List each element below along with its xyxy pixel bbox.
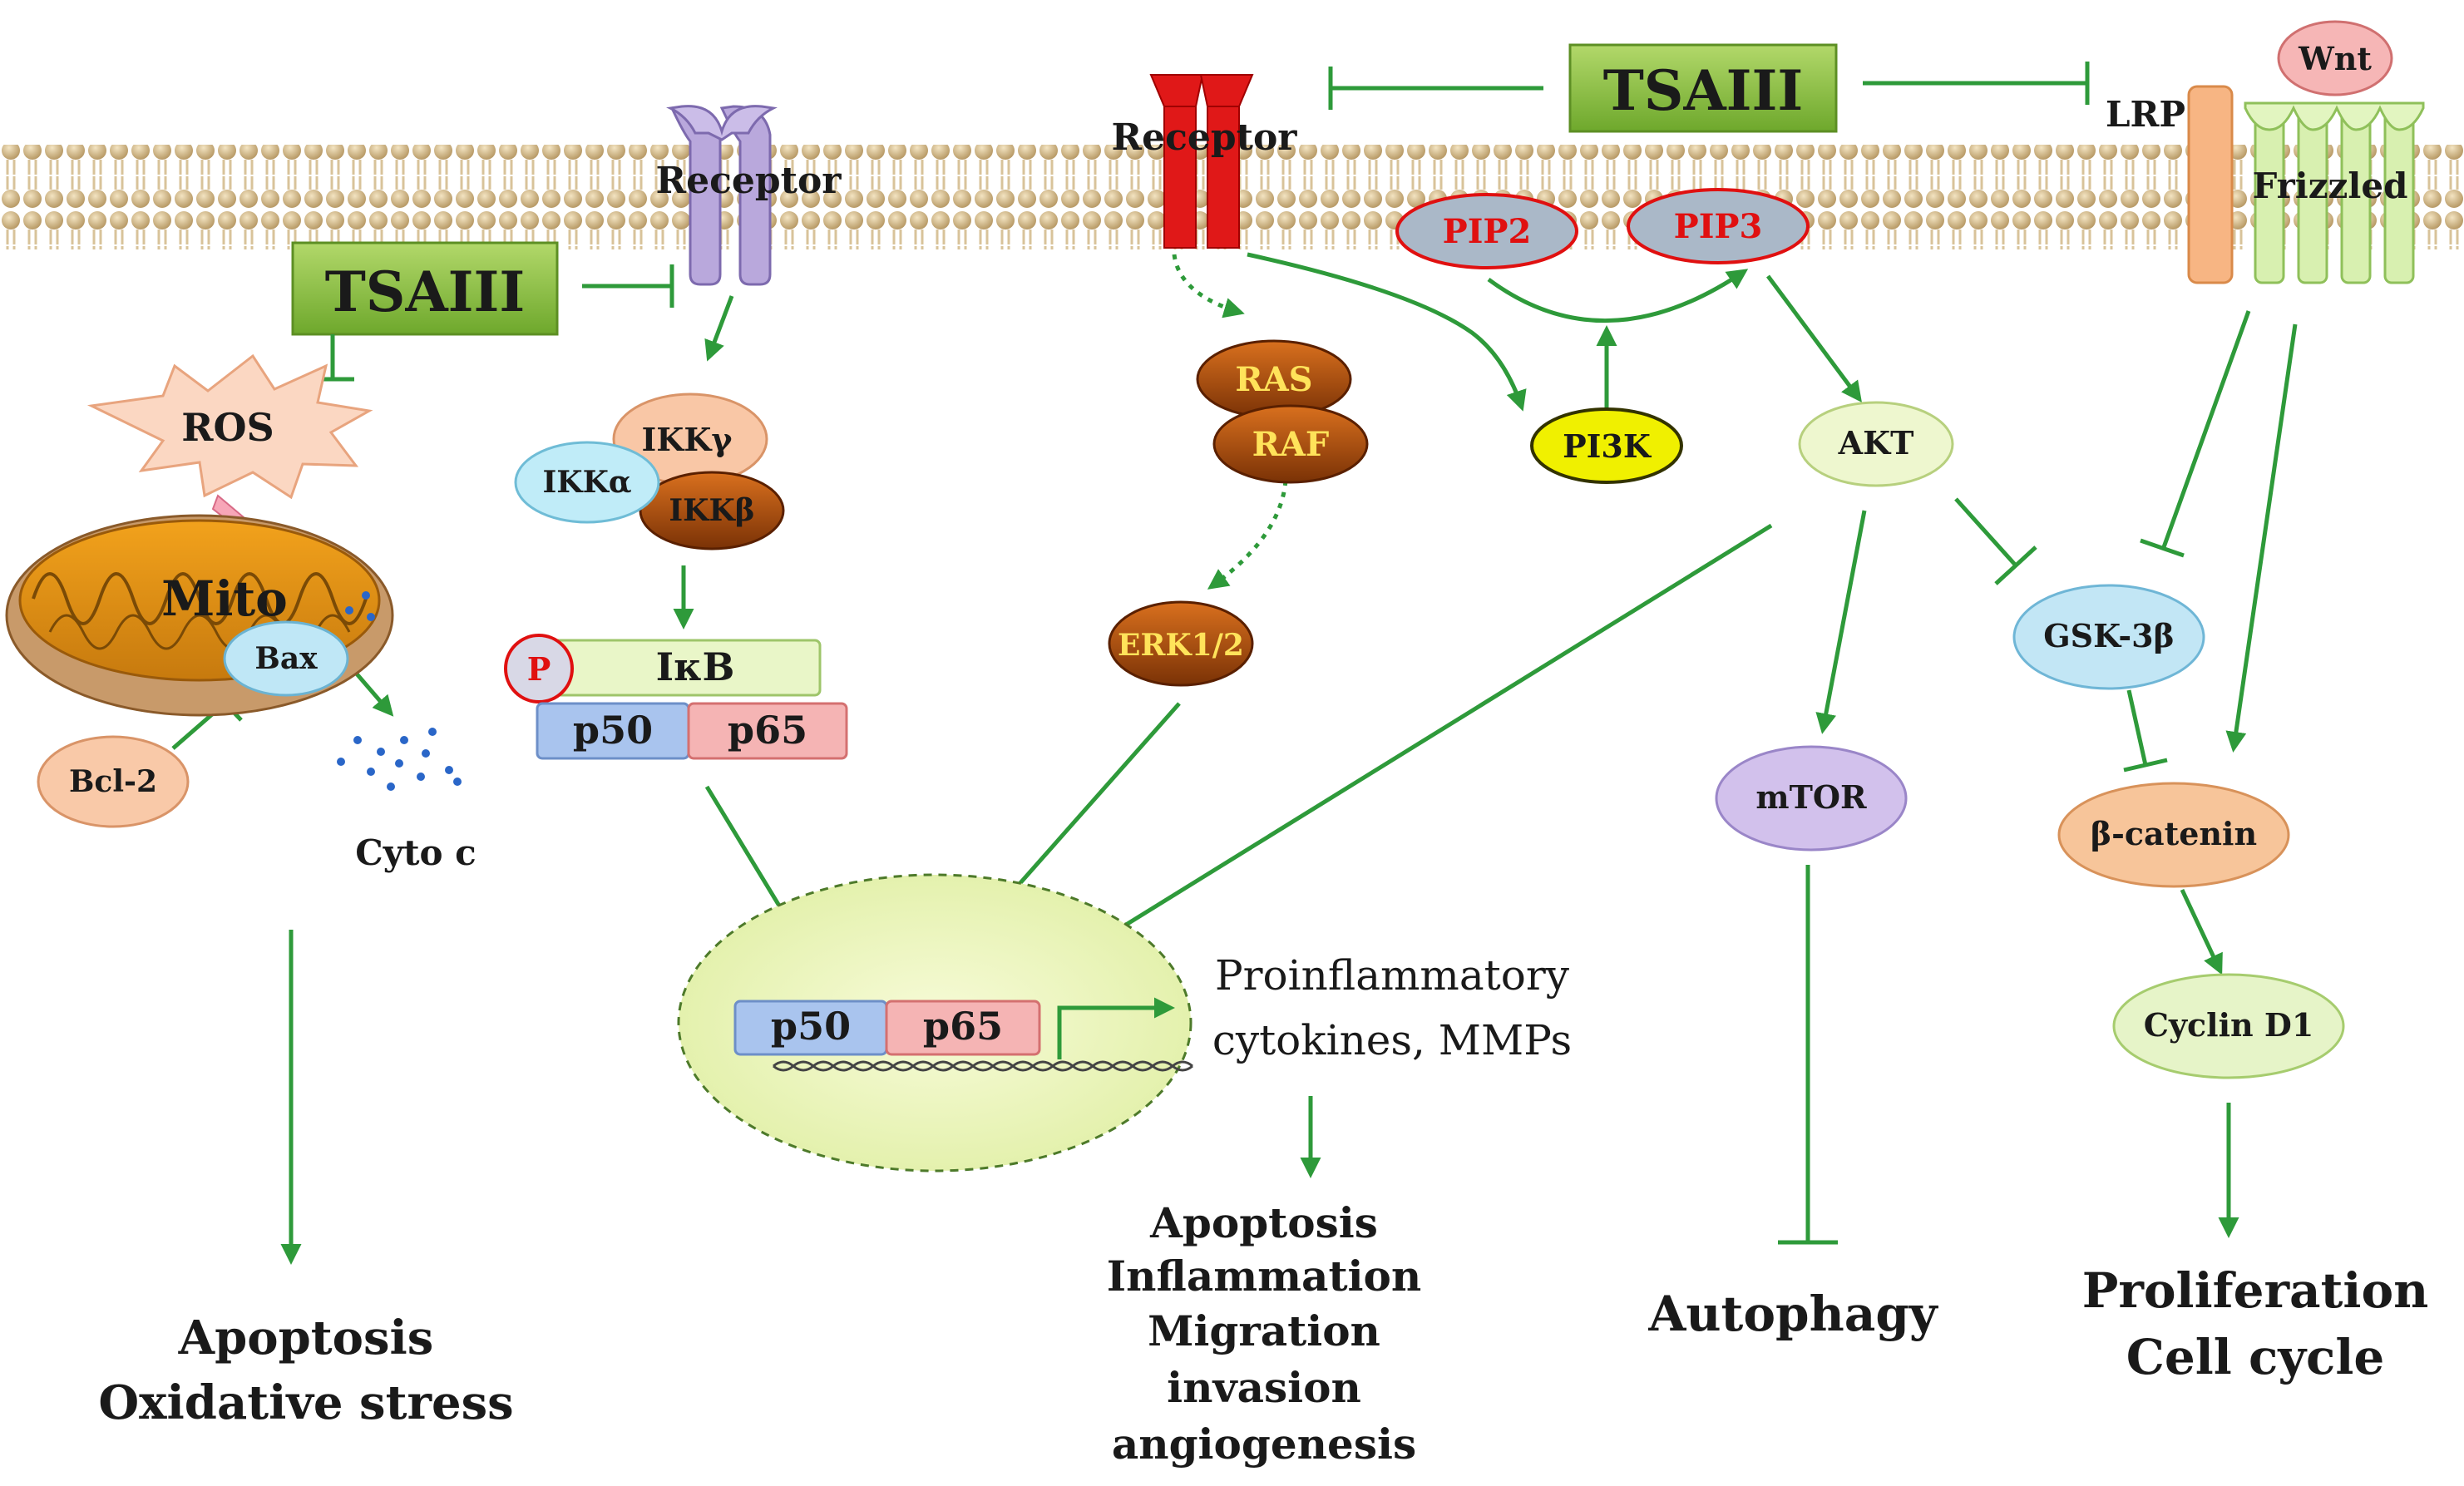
- tsa-label-top: TSAIII: [1603, 58, 1804, 123]
- ikkb-label: IKKβ: [669, 493, 754, 528]
- ros-label: ROS: [181, 405, 274, 450]
- akt-label: AKT: [1838, 424, 1914, 462]
- proliferation-outcome-2: Cell cycle: [2126, 1329, 2385, 1385]
- nuclear-p65-label: p65: [923, 1004, 1003, 1049]
- cytochrome-c-dots: [337, 591, 462, 791]
- arrow-raf-to-erk: [1207, 480, 1288, 590]
- products-line-2: cytokines, MMPs: [1212, 1016, 1572, 1064]
- lrp-label: LRP: [2106, 94, 2185, 135]
- nfkb-outcome-1: Apoptosis: [1149, 1198, 1378, 1247]
- wnt-label: Wnt: [2298, 40, 2372, 77]
- gsk-label: GSK-3β: [2043, 617, 2175, 654]
- lrp-receptor: [2187, 85, 2234, 284]
- dna-strand-2: [773, 1060, 1193, 1072]
- mito-outcome-1: Apoptosis: [178, 1311, 434, 1365]
- nuclear-p65-block: [885, 1000, 1041, 1056]
- raf-label: RAF: [1252, 425, 1330, 464]
- pip2-node: [1395, 193, 1578, 269]
- products-line-1: Proinflammatory: [1215, 951, 1570, 1000]
- p65-label: p65: [728, 708, 807, 753]
- arrow-receptor-to-ikk: [704, 295, 734, 362]
- mito-label: Mito: [161, 570, 288, 627]
- bcatenin-node: [2057, 782, 2290, 888]
- mtor-label: mTOR: [1755, 778, 1867, 816]
- inhibit-gsk-to-bcatenin-bar: [2123, 758, 2168, 773]
- mtor-node: [1715, 745, 1908, 852]
- pip3-label: PIP3: [1674, 207, 1763, 246]
- ros-burst: [86, 353, 373, 500]
- ikkg-label: IKKγ: [642, 421, 733, 458]
- bax-label: Bax: [254, 641, 318, 676]
- autophagy-outcome: Autophagy: [1647, 1286, 1939, 1342]
- gsk-node: [2012, 584, 2205, 690]
- transcription-arrow: [1057, 997, 1175, 1059]
- receptor-label-nfkb: Receptor: [656, 160, 842, 202]
- receptor-label-mapk: Receptor: [1112, 116, 1298, 159]
- bcl2-label: Bcl-2: [69, 764, 157, 799]
- inhibit-gsk-to-bcatenin: [2126, 689, 2148, 766]
- ikka-node: [514, 441, 660, 524]
- proliferation-outcome-1: Proliferation: [2082, 1262, 2429, 1319]
- ikb-label: IκB: [656, 644, 735, 689]
- tsa-box-left: [291, 241, 559, 336]
- inhibit-akt-to-gsk: [1954, 497, 2017, 567]
- pip2-label: PIP2: [1443, 212, 1532, 251]
- p65-block: [687, 702, 848, 760]
- cyclin-node: [2112, 973, 2345, 1079]
- arrow-bcatenin-to-cyclin: [2180, 888, 2223, 975]
- nfkb-outcome-5: angiogenesis: [1112, 1419, 1416, 1469]
- cyclin-label: Cyclin D1: [2144, 1006, 2314, 1044]
- arrow-akt-to-mtor: [1815, 510, 1867, 734]
- nfkb-outcome-2: Inflammation: [1107, 1251, 1422, 1301]
- arrow-receptor-to-ras: [1172, 254, 1245, 318]
- inhibit-akt-to-gsk-bar: [1994, 546, 2037, 585]
- bax-node: [223, 620, 349, 697]
- bcl2-node: [37, 735, 190, 828]
- nuclear-p50-label: p50: [771, 1004, 851, 1049]
- ras-label: RAS: [1235, 360, 1312, 399]
- raf-node: [1212, 404, 1369, 484]
- arrow-akt-to-nucleus: [1052, 523, 1773, 970]
- mito-outcome-2: Oxidative stress: [98, 1375, 513, 1430]
- bcatenin-label: β-catenin: [2091, 815, 2257, 852]
- pip3-node: [1627, 188, 1810, 264]
- nfkb-outcome-4: invasion: [1167, 1363, 1361, 1412]
- akt-node: [1798, 401, 1954, 487]
- p50-label: p50: [573, 708, 653, 753]
- receptor-purple: [666, 105, 778, 286]
- dna-strand: [773, 1060, 1193, 1072]
- arrow-pip2-to-pip3: [1487, 269, 1749, 323]
- frizzled-receptor: [2244, 101, 2425, 284]
- wnt-ligand: [2277, 20, 2393, 96]
- pi3k-label: PI3K: [1563, 427, 1652, 465]
- nfkb-outcome-3: Migration: [1148, 1306, 1380, 1355]
- arrow-pip3-to-akt: [1765, 274, 1862, 403]
- receptor-red: [1149, 74, 1254, 249]
- frizzled-label: Frizzled: [2253, 165, 2408, 206]
- ikkb-node: [639, 471, 785, 550]
- tsa-box-top: [1568, 43, 1838, 133]
- pi3k-node: [1530, 407, 1683, 484]
- arrow-frizzled-to-bcatenin: [2225, 323, 2298, 753]
- phospho-label: P: [527, 650, 551, 688]
- inhibit-frizzled-to-gsk: [2161, 310, 2251, 548]
- ikka-label: IKKα: [542, 465, 631, 500]
- inhibit-frizzled-to-gsk-bar: [2140, 538, 2185, 558]
- erk-node: [1108, 600, 1254, 687]
- arrow-receptor-to-pi3k: [1247, 252, 1527, 412]
- tsa-label-left: TSAIII: [325, 259, 526, 324]
- erk-label: ERK1/2: [1118, 628, 1244, 663]
- phospho-marker: [504, 634, 574, 704]
- cytoc-label: Cyto c: [355, 832, 476, 873]
